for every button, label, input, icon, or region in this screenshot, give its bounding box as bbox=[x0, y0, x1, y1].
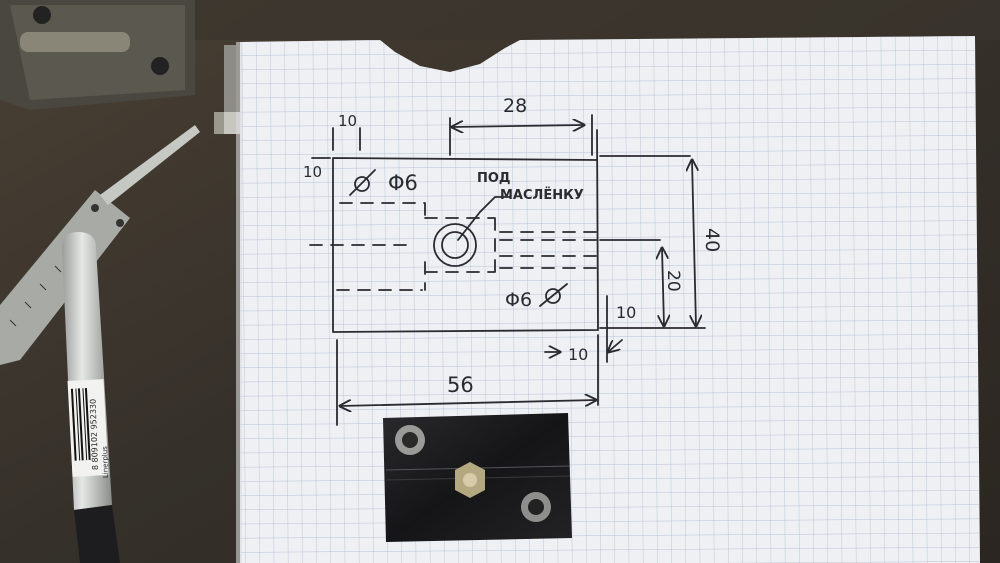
hole-symbol-bottom bbox=[539, 283, 568, 307]
label-hole-top: Φ6 bbox=[388, 171, 418, 195]
label-oiler-2: МАСЛЁНКУ bbox=[500, 187, 584, 203]
barcode-number: 8 809102 952330 bbox=[89, 399, 100, 471]
label-10-top: 10 bbox=[338, 112, 357, 130]
label-hole-bottom: Φ6 bbox=[505, 289, 532, 311]
grease-nipple bbox=[455, 462, 485, 498]
hidden-lines bbox=[309, 202, 601, 291]
dim-line-28 bbox=[452, 125, 584, 127]
marker-brand: Linerplus bbox=[101, 446, 110, 479]
label-10-bottom: 10 bbox=[568, 345, 588, 364]
hole-symbol-top bbox=[349, 169, 376, 196]
socket-bolt-bottom bbox=[521, 492, 551, 522]
dim-line-40 bbox=[692, 160, 696, 326]
label-10-right: 10 bbox=[616, 303, 636, 322]
oiler-hole-symbol bbox=[433, 196, 511, 267]
marker-pen: 8 809102 952330 Linerplus bbox=[62, 232, 120, 563]
label-28: 28 bbox=[503, 95, 527, 117]
machined-metal-block bbox=[383, 413, 572, 542]
sketch-labels: 10 28 10 Φ6 ПОД МАСЛЁНКУ Φ6 40 20 10 10 … bbox=[303, 95, 723, 397]
dim-line-20 bbox=[662, 248, 664, 326]
dim-line-56 bbox=[340, 400, 596, 406]
technical-sketch bbox=[309, 114, 706, 426]
label-oiler-1: ПОД bbox=[477, 171, 511, 186]
metal-hinge bbox=[0, 0, 195, 110]
socket-bolt-top bbox=[395, 425, 425, 455]
label-56: 56 bbox=[447, 373, 474, 397]
label-10-left: 10 bbox=[303, 163, 322, 181]
label-20: 20 bbox=[663, 270, 683, 292]
label-40: 40 bbox=[701, 228, 723, 252]
